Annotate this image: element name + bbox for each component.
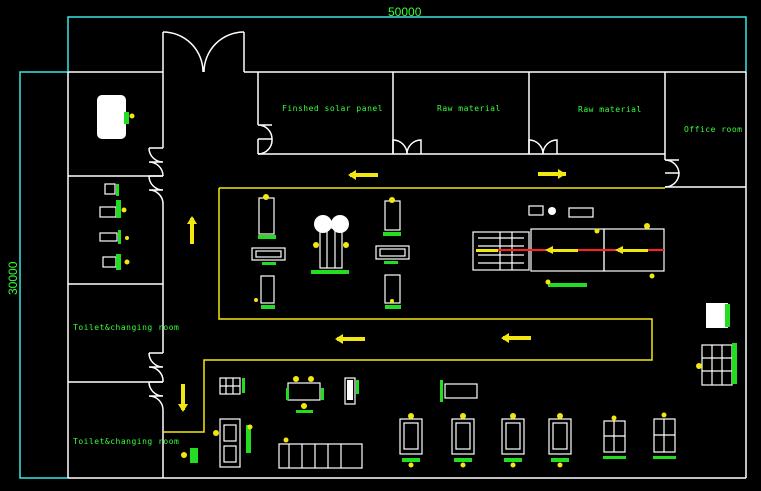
office-desk — [97, 95, 135, 139]
room-label-toilet-1: Toilet&changing room — [73, 323, 179, 332]
layup-station — [251, 194, 286, 309]
production-line-boundary — [163, 187, 665, 433]
arrow-icon — [178, 384, 188, 412]
room-label-raw-material-2: Raw material — [578, 105, 642, 114]
room-label-toilet-2: Toilet&changing room — [73, 437, 179, 446]
arrow-icon — [348, 170, 378, 180]
arrow-icon — [335, 334, 365, 344]
height-dimension-label: 30000 — [6, 261, 20, 295]
flow-arrows — [178, 169, 566, 412]
packing-frame-1 — [603, 415, 626, 459]
arrow-icon — [187, 216, 197, 244]
bench-3 — [501, 413, 525, 468]
tester-station — [375, 197, 410, 309]
lower-equipment — [181, 376, 478, 469]
room-label-office: Office room — [684, 125, 742, 134]
bench-1 — [399, 413, 423, 468]
room-label-finished-solar-panel: Finshed solar panel — [282, 104, 383, 113]
bench-4 — [548, 413, 572, 468]
packing-frame-2 — [653, 412, 676, 459]
dimension-lines — [19, 16, 747, 479]
width-dimension-label: 50000 — [388, 5, 422, 19]
right-cabinets — [696, 303, 737, 386]
building-walls — [67, 71, 747, 479]
bench-2 — [451, 413, 475, 468]
washroom-fixtures — [99, 183, 130, 270]
arrow-icon — [501, 333, 531, 343]
stringer-line — [472, 205, 665, 287]
arrow-icon — [538, 169, 566, 179]
doors — [148, 31, 680, 411]
laminator-machine — [311, 215, 349, 274]
room-label-raw-material-1: Raw material — [437, 104, 501, 113]
bench-row — [399, 412, 676, 468]
